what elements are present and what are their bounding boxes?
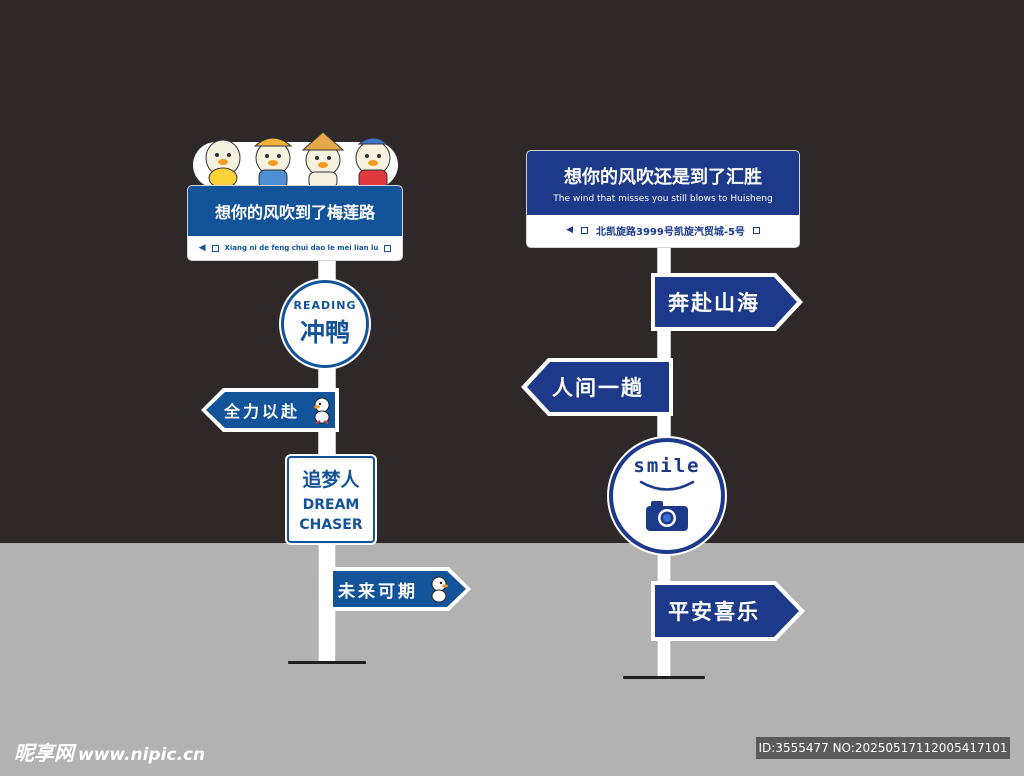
- right-header-title: 想你的风吹还是到了汇胜: [564, 166, 762, 188]
- right-header-title-bar: 想你的风吹还是到了汇胜 The wind that misses you sti…: [527, 151, 799, 215]
- benfu-label: 奔赴山海: [668, 291, 760, 315]
- chongya-label: 冲鸭: [299, 318, 350, 347]
- weilai-label: 未来可期: [338, 581, 418, 602]
- background-wall: [0, 0, 1024, 543]
- right-arrow-shape-icon: [651, 273, 803, 331]
- square-icon: [211, 244, 219, 252]
- left-header-pinyin: Xiang ni de feng chui dao le mei lian lu: [224, 244, 379, 252]
- reading-round-sign: READING 冲鸭: [281, 280, 369, 368]
- smile-round-sign: smile: [609, 438, 725, 554]
- right-pole-base: [623, 676, 705, 679]
- duck-runner-icon: [314, 397, 330, 424]
- square-icon: [384, 244, 392, 252]
- left-arrow-shape-icon: [201, 388, 339, 432]
- camera-icon: [646, 501, 688, 531]
- dream-label: DREAM: [302, 496, 360, 513]
- left-triangle-icon: ◀: [198, 243, 206, 253]
- weilai-arrow-sign: 未来可期: [328, 566, 472, 612]
- left-header-title-bar: 想你的风吹到了梅莲路: [188, 186, 402, 236]
- watermark-brand-name: 昵享网: [14, 741, 74, 765]
- right-header-board: 想你的风吹还是到了汇胜 The wind that misses you sti…: [527, 151, 799, 247]
- right-triangle-icon: ◀: [566, 225, 573, 235]
- reading-label: READING: [293, 299, 357, 312]
- quanli-label: 全力以赴: [224, 402, 301, 421]
- left-header-board: 想你的风吹到了梅莲路 ◀ Xiang ni de feng chui dao l…: [188, 186, 402, 260]
- square-icon: [752, 226, 760, 234]
- mascot-group: [193, 128, 398, 190]
- pingan-label: 平安喜乐: [668, 600, 760, 624]
- zhuimengren-label: 追梦人: [302, 468, 360, 491]
- left-header-pinyin-bar: ◀ Xiang ni de feng chui dao le mei lian …: [188, 236, 402, 260]
- quanli-arrow-sign: 全力以赴: [200, 387, 340, 433]
- right-header-subtitle: The wind that misses you still blows to …: [553, 193, 773, 204]
- left-pole-base: [288, 661, 366, 664]
- watermark-id-text: ID:3555477 NO:20250517112005417101: [758, 741, 1008, 755]
- right-header-address: 北凯旋路3999号凯旋汽贸城-5号: [595, 226, 745, 238]
- right-arrow-shape-icon: [651, 581, 805, 641]
- renjian-label: 人间一趟: [552, 376, 644, 400]
- smile-label: smile: [633, 455, 701, 477]
- pingan-arrow-sign: 平安喜乐: [650, 580, 806, 642]
- benfu-arrow-sign: 奔赴山海: [650, 272, 804, 332]
- watermark-id: ID:3555477 NO:20250517112005417101: [756, 737, 1010, 759]
- duck-mascot-icon: [205, 131, 391, 189]
- chaser-label: CHASER: [299, 516, 363, 533]
- renjian-arrow-sign: 人间一趟: [520, 357, 674, 417]
- watermark-url: www.nipic.cn: [78, 745, 206, 765]
- dream-chaser-sign: 追梦人 DREAM CHASER: [287, 456, 375, 543]
- right-header-address-bar: ◀ 北凯旋路3999号凯旋汽贸城-5号: [527, 215, 799, 245]
- left-arrow-shape-icon: [521, 358, 673, 416]
- smile-curve-icon: [639, 480, 695, 491]
- left-header-title: 想你的风吹到了梅莲路: [214, 203, 375, 222]
- square-icon: [580, 226, 588, 234]
- duck-runner-icon: [431, 576, 448, 603]
